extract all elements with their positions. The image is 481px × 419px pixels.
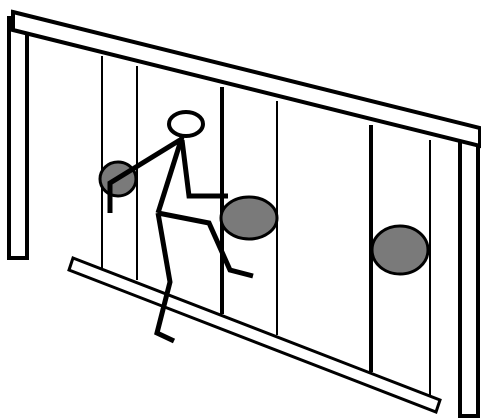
- hold-icon: [370, 224, 430, 276]
- figure-right-leg-icon: [157, 210, 254, 279]
- figure-left-leg-icon: [154, 212, 176, 344]
- top-beam-icon: [11, 9, 481, 149]
- figure-torso-icon: [155, 136, 185, 214]
- stick-figure-icon: [107, 110, 254, 344]
- figure-head-icon: [167, 110, 205, 138]
- left-post-icon: [7, 16, 29, 260]
- figure-right-arm-icon: [179, 139, 228, 199]
- right-post-icon: [458, 130, 480, 418]
- hold-icon: [219, 195, 279, 241]
- ledge-icon: [67, 256, 442, 414]
- figure-left-arm-icon: [107, 137, 182, 213]
